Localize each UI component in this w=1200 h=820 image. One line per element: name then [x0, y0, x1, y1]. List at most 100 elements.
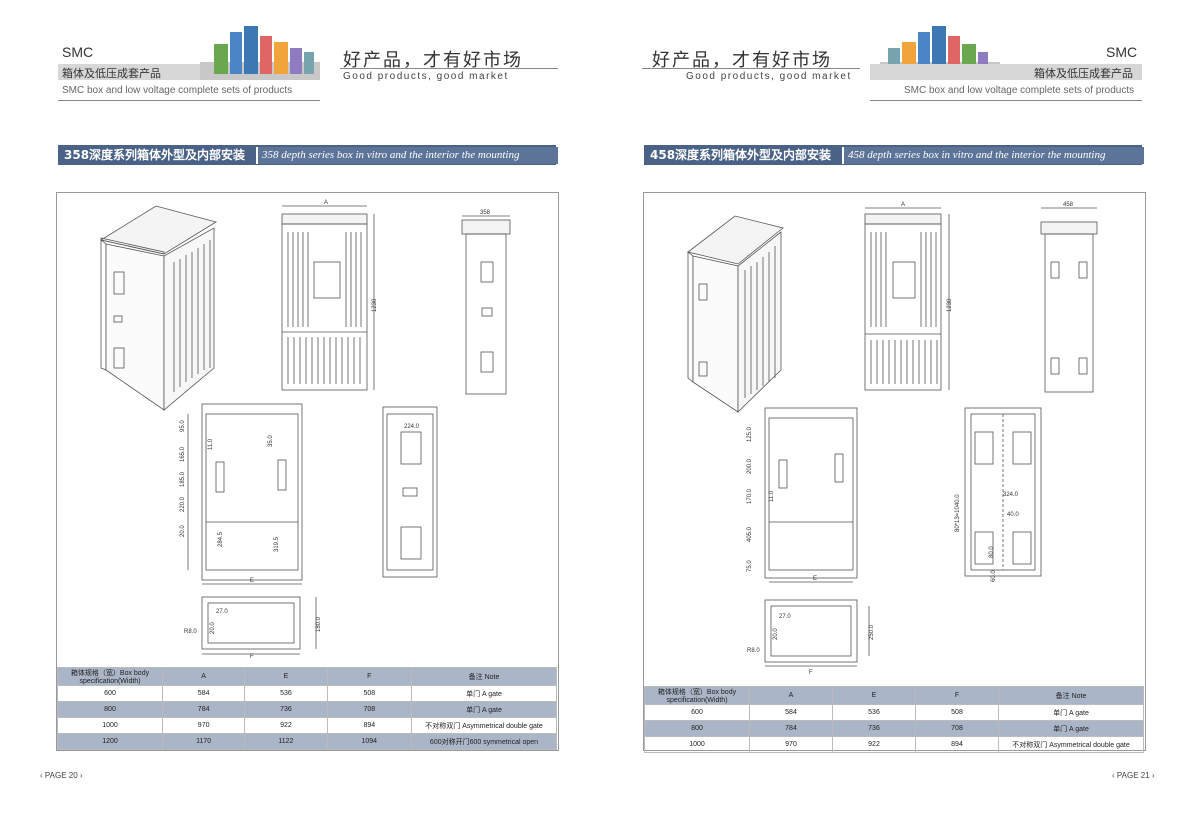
- header-a: A: [749, 686, 833, 705]
- chevron-right-icon: ›: [77, 771, 83, 780]
- cell: 922: [244, 717, 328, 734]
- cell: 894: [326, 717, 413, 734]
- dim-20: 20.0: [180, 525, 186, 537]
- dim-40: 40.0: [1007, 512, 1019, 518]
- category-en: SMC box and low voltage complete sets of…: [62, 85, 293, 96]
- cell: 894: [915, 736, 999, 753]
- header-e: E: [832, 686, 916, 705]
- dim-height: 1230: [947, 298, 953, 312]
- spec-table: 箱体规格（宽）Box body specification(Width) A E…: [644, 686, 1144, 753]
- cell: 单门 A gate: [411, 685, 557, 702]
- plan-view-drawing: [764, 599, 870, 667]
- category-cn: 箱体及低压成套产品: [62, 68, 161, 80]
- interior-side-drawing: [382, 406, 438, 578]
- header-note: 备注 Note: [998, 686, 1144, 705]
- cell: 1170: [161, 733, 246, 750]
- header-note: 备注 Note: [411, 667, 557, 686]
- cell: 600对称开门600 symmetrical open: [411, 733, 557, 750]
- section-title-cn: 358深度系列箱体外型及内部安装尺寸: [64, 148, 246, 182]
- cell: 508: [915, 704, 999, 721]
- category-en: SMC box and low voltage complete sets of…: [904, 85, 1135, 96]
- technical-drawing: A 358 1230 E F 95.0 165.0 185.0 220.0 20…: [99, 200, 511, 660]
- page-number: ‹ PAGE 20 ›: [40, 771, 83, 780]
- dim-250: 250.0: [869, 624, 875, 640]
- cell: 970: [749, 736, 833, 753]
- section-title-cn: 458深度系列箱体外型及内部安装尺寸: [650, 148, 832, 182]
- dim-170: 170.0: [747, 488, 753, 504]
- header-width: 箱体规格（宽）Box body specification(Width): [57, 667, 163, 686]
- dim-e: E: [813, 576, 817, 582]
- dim-284: 284.5: [218, 531, 224, 547]
- dim-e: E: [250, 578, 254, 584]
- dim-80: 80.0: [989, 546, 995, 558]
- dim-60: 60.0: [991, 570, 997, 582]
- cell: 不对称双门 Asymmetrical double gate: [998, 736, 1144, 753]
- dim-95: 95.0: [180, 420, 186, 432]
- header-a: A: [161, 667, 246, 686]
- dim-165: 165.0: [180, 446, 186, 462]
- cell: 536: [832, 704, 916, 721]
- table-header-row: 箱体规格（宽）Box body specification(Width) A E…: [644, 686, 1144, 705]
- dim-125: 125.0: [747, 426, 753, 442]
- dim-height: 1230: [372, 298, 378, 312]
- cell: 736: [244, 701, 328, 718]
- page-number-text: PAGE 20: [44, 771, 78, 780]
- front-view-drawing: [864, 207, 950, 391]
- cell: 单门 A gate: [998, 704, 1144, 721]
- cell: 不对称双门 Asymmetrical double gate: [411, 717, 557, 734]
- spec-table: 箱体规格（宽）Box body specification(Width) A E…: [57, 667, 557, 750]
- cell: 1000: [644, 736, 750, 753]
- brand-name: SMC: [62, 44, 94, 60]
- dim-a: A: [324, 200, 328, 206]
- plan-view-drawing: [201, 596, 317, 655]
- header-f: F: [915, 686, 999, 705]
- cell: 1122: [244, 733, 328, 750]
- header-grey-band: [870, 64, 1142, 80]
- dim-f: F: [809, 670, 813, 676]
- dim-r8: R8.0: [747, 648, 760, 654]
- cell: 970: [161, 717, 246, 734]
- dim-11: 11.0: [769, 490, 775, 502]
- dim-20: 20.0: [773, 628, 779, 640]
- page-number-text: PAGE 21: [1116, 771, 1150, 780]
- interior-side-drawing: [964, 407, 1042, 577]
- category-cn: 箱体及低压成套产品: [1034, 68, 1133, 80]
- interior-front-drawing: [187, 403, 303, 585]
- cell: 600: [57, 685, 163, 702]
- dim-405: 405.0: [747, 526, 753, 542]
- header-rule: [58, 100, 320, 101]
- front-view-drawing: [281, 205, 375, 391]
- cell: 584: [749, 704, 833, 721]
- dim-319: 319.5: [274, 536, 280, 552]
- chevron-left-icon: ‹: [40, 771, 45, 780]
- side-view-drawing: [461, 215, 511, 395]
- header-e: E: [244, 667, 328, 686]
- cell: 922: [832, 736, 916, 753]
- right-page: 好产品，才有好市场 Good products, good market SMC…: [600, 0, 1200, 820]
- cell: 600: [644, 704, 750, 721]
- dim-185: 185.0: [180, 471, 186, 487]
- table-header-row: 箱体规格（宽）Box body specification(Width) A E…: [57, 667, 557, 686]
- cell: 584: [161, 685, 246, 702]
- dim-f: F: [250, 654, 254, 660]
- cell: 508: [326, 685, 413, 702]
- section-title-en: 358 depth series box in vitro and the in…: [256, 147, 558, 178]
- dim-180: 180.0: [316, 616, 322, 632]
- slogan-cn: 好产品，才有好市场: [343, 50, 523, 71]
- cell: 单门 A gate: [998, 720, 1144, 737]
- slogan-cn: 好产品，才有好市场: [652, 50, 832, 71]
- dim-1040: 80*13=1040.0: [955, 494, 961, 532]
- dim-35: 35.0: [268, 435, 274, 447]
- dim-a: A: [901, 202, 905, 208]
- dim-11: 11.0: [208, 438, 214, 450]
- dim-324: 324.0: [1003, 492, 1019, 498]
- dim-r8: R8.0: [184, 629, 197, 635]
- slogan-rule: [340, 68, 558, 69]
- cell: 800: [57, 701, 163, 718]
- cell: 单门 A gate: [411, 701, 557, 718]
